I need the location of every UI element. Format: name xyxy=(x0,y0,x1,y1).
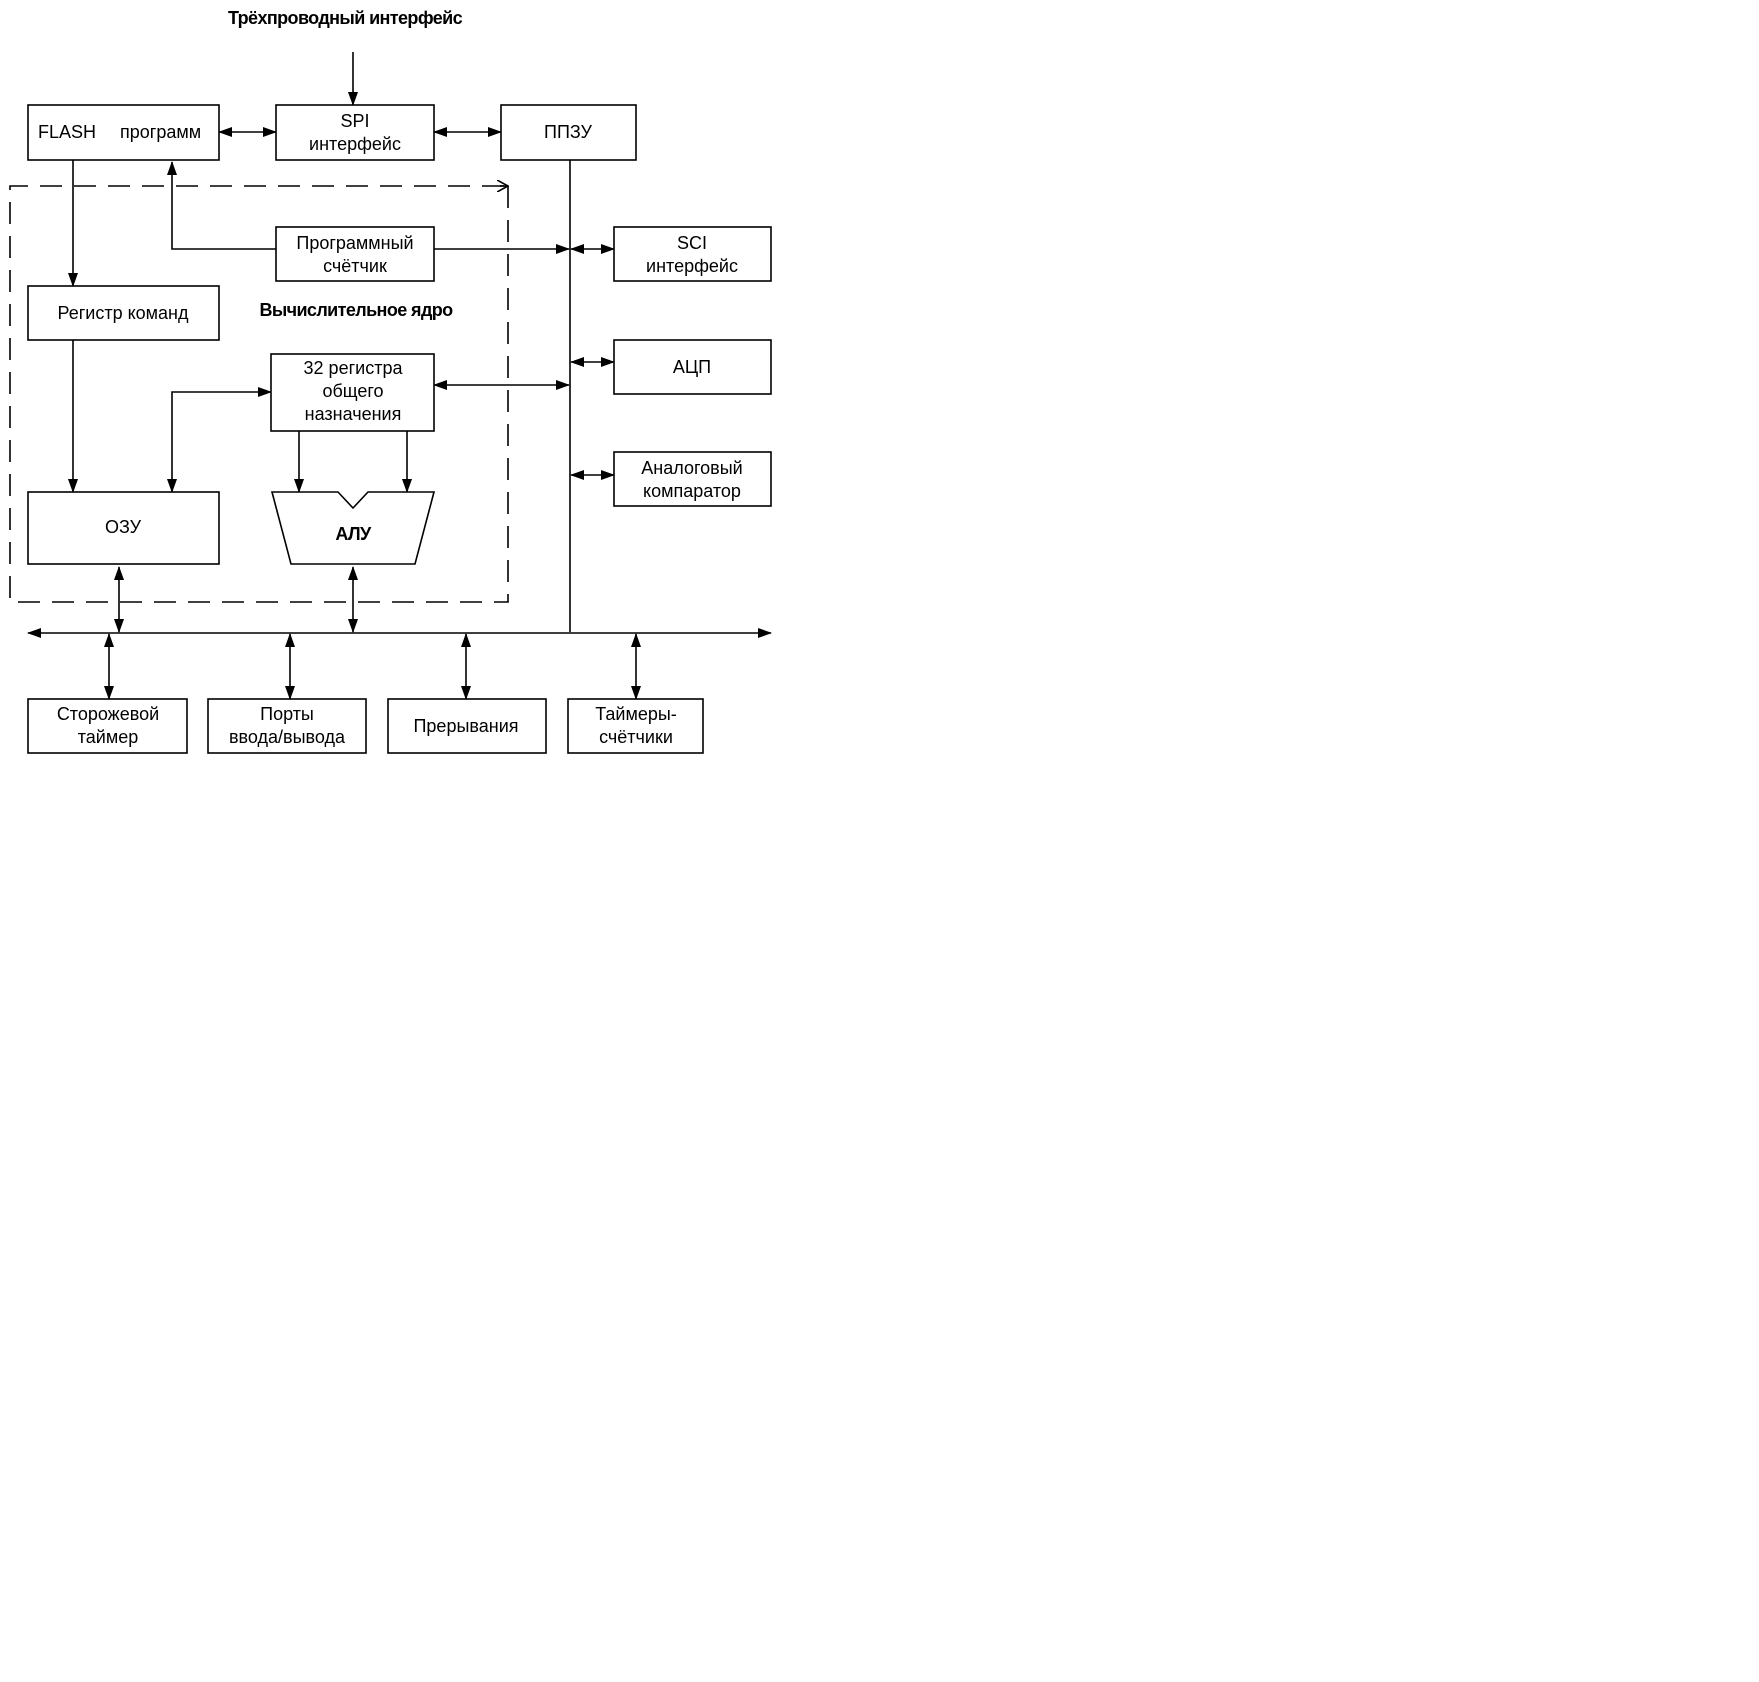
comparator-label: Аналоговый xyxy=(641,458,742,478)
computing-core-boundary xyxy=(9,186,508,603)
diagram-title: Трёхпроводный интерфейс xyxy=(228,8,463,28)
ram-label: ОЗУ xyxy=(105,517,142,537)
ram-block: ОЗУ xyxy=(27,491,220,565)
sci-block: SCI интерфейс xyxy=(613,226,772,282)
timers-block: Таймеры- счётчики xyxy=(567,698,704,754)
io-ports-block: Порты ввода/вывода xyxy=(207,698,367,754)
ram-gpr-link xyxy=(167,387,272,493)
timers-label: Таймеры- xyxy=(595,704,677,724)
eeprom-label: ППЗУ xyxy=(544,122,593,142)
spi-block: SPI интерфейс xyxy=(275,104,435,161)
gpr-label: 32 регистра xyxy=(304,358,404,378)
sci-label: SCI xyxy=(677,233,707,253)
timers-label-2: счётчики xyxy=(599,727,673,747)
watchdog-label-2: таймер xyxy=(78,727,139,747)
comparator-label-2: компаратор xyxy=(643,481,741,501)
sci-label-2: интерфейс xyxy=(646,256,738,276)
io-label: Порты xyxy=(260,704,314,724)
spi-label: SPI xyxy=(340,111,369,131)
instruction-register-block: Регистр команд xyxy=(27,285,220,341)
gpr-block: 32 регистра общего назначения xyxy=(270,353,435,432)
ir-label: Регистр команд xyxy=(57,303,189,323)
pc-label-2: счётчик xyxy=(323,256,387,276)
interrupts-block: Прерывания xyxy=(387,698,547,754)
adc-block: АЦП xyxy=(613,339,772,395)
pc-to-flash-arrow xyxy=(167,161,276,250)
gpr-label-2: общего xyxy=(322,381,383,401)
watchdog-block: Сторожевой таймер xyxy=(27,698,188,754)
alu-label: АЛУ xyxy=(335,524,372,544)
spi-label-2: интерфейс xyxy=(309,134,401,154)
core-label: Вычислительное ядро xyxy=(259,300,453,320)
comparator-block: Аналоговый компаратор xyxy=(613,451,772,507)
program-counter-block: Программный счётчик xyxy=(275,226,435,282)
interrupts-label: Прерывания xyxy=(413,716,518,736)
flash-block: FLASH программ xyxy=(27,104,220,161)
flash-label: FLASH xyxy=(38,122,96,142)
adc-label: АЦП xyxy=(673,357,711,377)
io-label-2: ввода/вывода xyxy=(229,727,346,747)
connections xyxy=(27,52,772,700)
flash-label-2: программ xyxy=(120,122,201,142)
pc-label: Программный xyxy=(296,233,413,253)
alu-block: АЛУ xyxy=(270,491,436,565)
eeprom-block: ППЗУ xyxy=(500,104,637,161)
watchdog-label: Сторожевой xyxy=(57,704,159,724)
gpr-label-3: назначения xyxy=(305,404,402,424)
